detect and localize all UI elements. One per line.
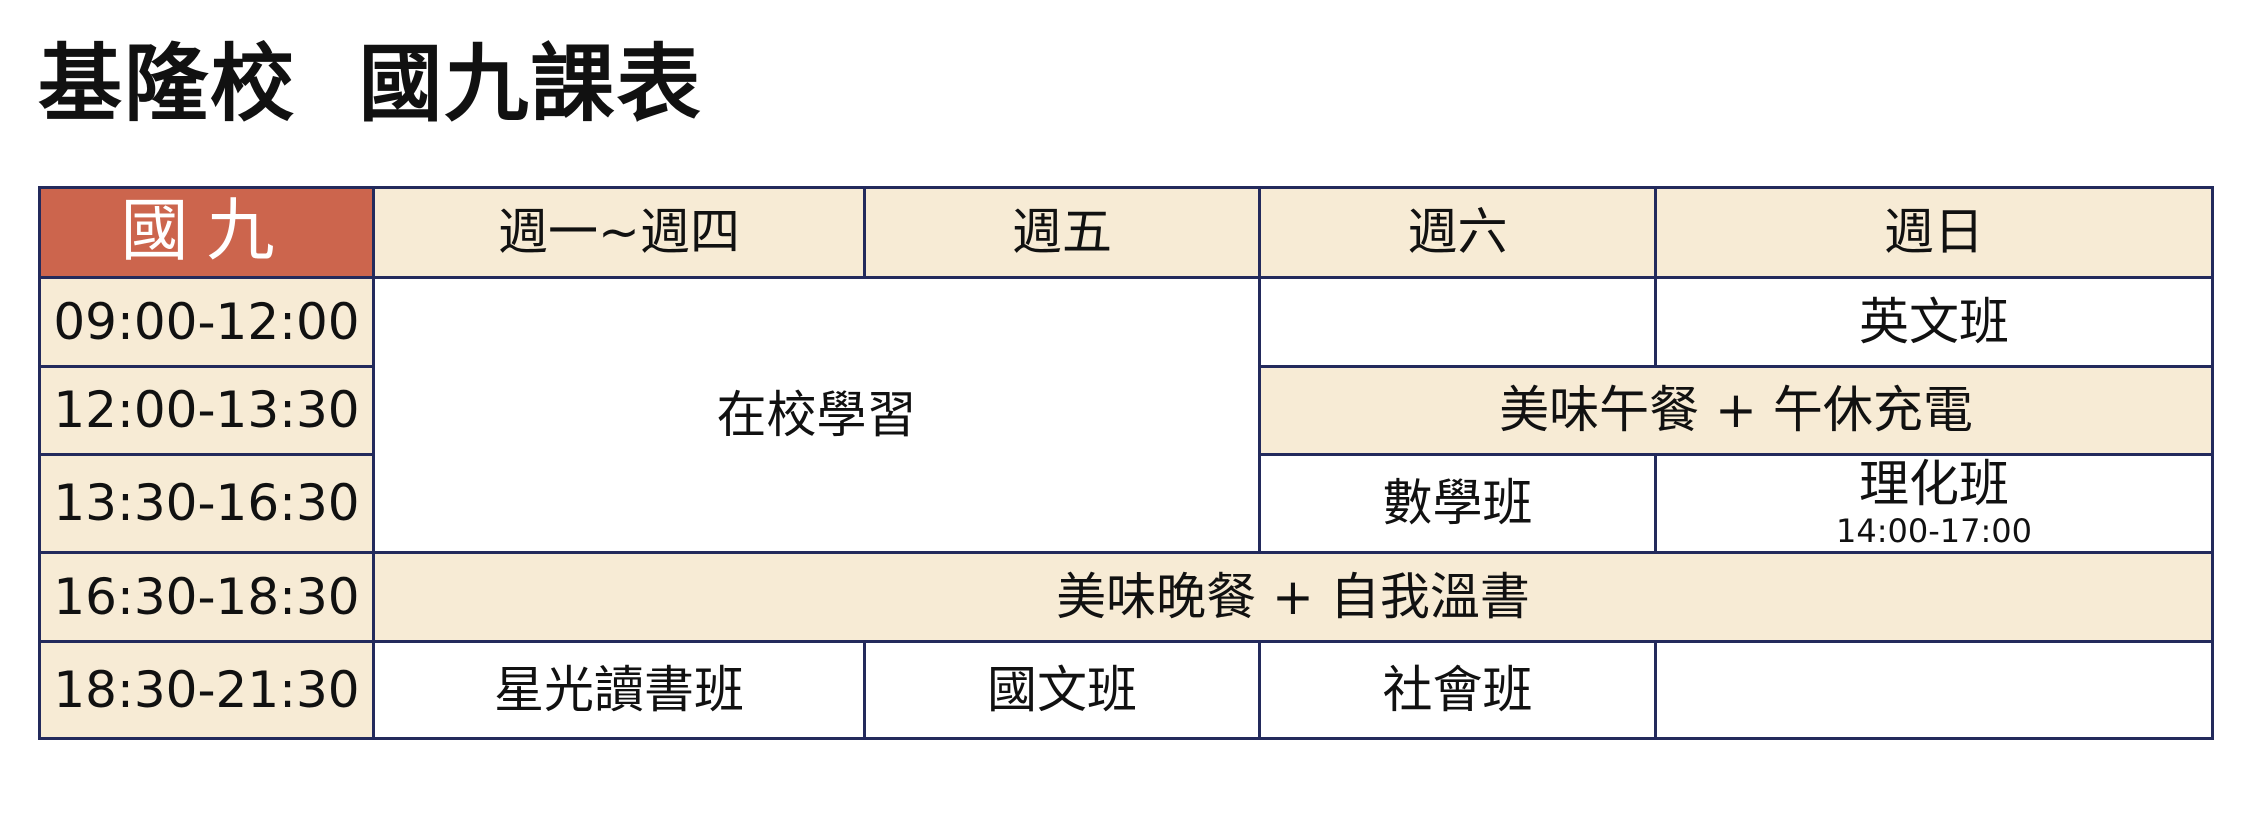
sun-morning-class: 英文班: [1654, 276, 2214, 368]
time-slot-3: 13:30-16:30: [38, 453, 375, 554]
time-slot-5: 18:30-21:30: [38, 640, 375, 740]
time-slot-2: 12:00-13:30: [38, 365, 375, 456]
sat-afternoon-class: 數學班: [1258, 453, 1657, 554]
weekday-school-block: 在校學習: [372, 276, 1261, 554]
weekday-evening-class: 星光讀書班: [372, 640, 866, 740]
fri-evening-class: 國文班: [863, 640, 1261, 740]
table-row: 13:30-16:30 數學班 理化班 14:00-17:00: [38, 453, 2214, 554]
grade-label: 國九: [38, 186, 375, 279]
page-title: 基隆校 國九課表: [38, 35, 703, 133]
schedule-table: 國九 週一~週四 週五 週六 週日 09:00-12:00 在校學習 英文班 1…: [38, 186, 2214, 740]
sun-afternoon-cell: 理化班 14:00-17:00: [1654, 453, 2214, 554]
time-slot-4: 16:30-18:30: [38, 551, 375, 643]
table-row: 12:00-13:30 美味午餐 + 午休充電: [38, 365, 2214, 456]
sun-evening-empty: [1654, 640, 2214, 740]
table-row: 09:00-12:00 在校學習 英文班: [38, 276, 2214, 554]
table-row: 16:30-18:30 美味晚餐 + 自我溫書: [38, 551, 2214, 643]
header-sat: 週六: [1258, 186, 1657, 279]
dinner-block: 美味晚餐 + 自我溫書: [372, 551, 2214, 643]
header-sun: 週日: [1654, 186, 2214, 279]
time-slot-1: 09:00-12:00: [38, 276, 375, 368]
sat-morning-empty: [1258, 276, 1657, 368]
weekend-lunch-block: 美味午餐 + 午休充電: [1258, 365, 2214, 456]
header-row: 國九 週一~週四 週五 週六 週日: [38, 186, 2214, 279]
sat-evening-class: 社會班: [1258, 640, 1657, 740]
sun-afternoon-time: 14:00-17:00: [1836, 512, 2032, 551]
header-fri: 週五: [863, 186, 1261, 279]
sun-afternoon-class: 理化班: [1859, 455, 2009, 514]
header-mon-thu: 週一~週四: [372, 186, 866, 279]
table-row: 18:30-21:30 星光讀書班 國文班 社會班: [38, 640, 2214, 740]
